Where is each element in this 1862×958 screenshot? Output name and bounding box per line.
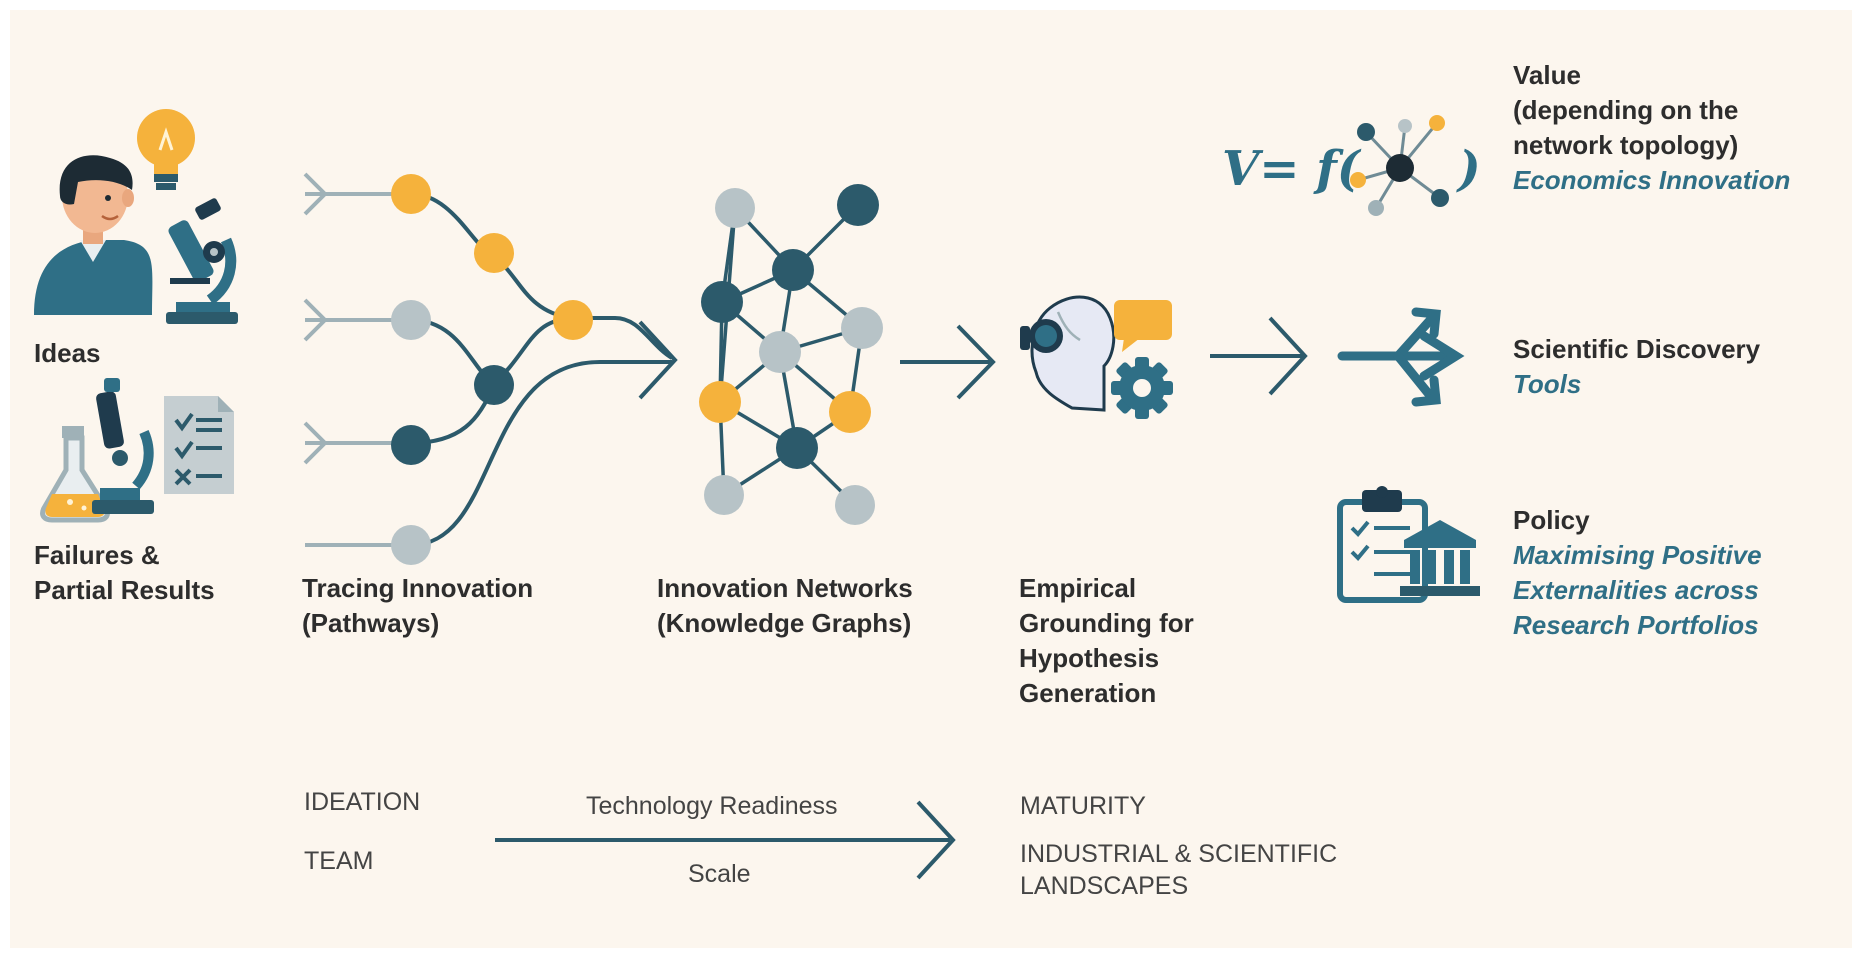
grounding-label-line3: Hypothesis	[1019, 643, 1160, 673]
gear-icon	[1111, 357, 1173, 419]
networks-label-line1: Innovation Networks	[657, 573, 913, 603]
landscapes-label: INDUSTRIAL & SCIENTIFIC LANDSCAPES	[1020, 838, 1337, 902]
grounding-label-line4: Generation	[1019, 678, 1157, 708]
discovery-label: Scientific Discovery Tools	[1513, 332, 1760, 402]
flask-icon	[40, 426, 110, 523]
networks-label: Innovation Networks (Knowledge Graphs)	[657, 571, 913, 641]
pathways-label-line1: Tracing Innovation	[302, 573, 534, 603]
policy-subtitle-line3: Research Portfolios	[1513, 610, 1759, 640]
ai-head-icon	[1020, 295, 1116, 412]
microscope-icon-small	[92, 378, 154, 514]
grounding-label-line2: Grounding for	[1019, 608, 1194, 638]
researcher-icon	[34, 155, 153, 315]
lightbulb-icon	[137, 109, 195, 190]
small-network-icon	[1350, 115, 1449, 216]
arrow-to-grounding	[900, 324, 996, 400]
ideation-label: IDEATION	[304, 788, 421, 816]
value-label-line2: (depending on the	[1513, 95, 1739, 125]
diagram-panel	[10, 10, 1852, 948]
value-label-line1: Value	[1513, 60, 1581, 90]
value-label-line3: network topology)	[1513, 130, 1739, 160]
chat-bubble-icon	[1114, 300, 1172, 352]
failures-label: Failures & Partial Results	[34, 538, 215, 608]
failures-label-line2: Partial Results	[34, 575, 215, 605]
timeline-arrow	[495, 800, 956, 880]
grounding-label: Empirical Grounding for Hypothesis Gener…	[1019, 571, 1194, 711]
policy-label: Policy Maximising Positive Externalities…	[1513, 503, 1762, 643]
knowledge-graph	[699, 184, 883, 525]
landscapes-label-line2: LANDSCAPES	[1020, 872, 1189, 900]
pathways-label: Tracing Innovation (Pathways)	[302, 571, 533, 641]
pathways-label-line2: (Pathways)	[302, 608, 440, 638]
clipboard-icon	[1337, 486, 1428, 603]
policy-title: Policy	[1513, 505, 1590, 535]
value-subtitle: Economics Innovation	[1513, 165, 1791, 195]
policy-subtitle-line2: Externalities across	[1513, 575, 1759, 605]
landscapes-label-line1: INDUSTRIAL & SCIENTIFIC	[1020, 840, 1338, 868]
government-building-icon	[1400, 520, 1480, 596]
discovery-subtitle: Tools	[1513, 369, 1582, 399]
pathways-tree	[303, 172, 678, 565]
microscope-icon	[166, 198, 238, 324]
checklist-icon	[164, 396, 234, 494]
scale-label: Scale	[688, 860, 751, 888]
ideas-label: Ideas	[34, 338, 101, 368]
maturity-label: MATURITY	[1020, 792, 1146, 820]
grounding-label-line1: Empirical	[1019, 573, 1137, 603]
value-label: Value (depending on the network topology…	[1513, 58, 1790, 198]
branch-arrow-icon	[1337, 307, 1465, 407]
policy-subtitle-line1: Maximising Positive	[1513, 540, 1762, 570]
failures-label-line1: Failures &	[34, 540, 160, 570]
arrow-to-outcomes	[1210, 316, 1308, 396]
team-label: TEAM	[304, 847, 374, 875]
formula-suffix: )	[1456, 141, 1481, 197]
networks-label-line2: (Knowledge Graphs)	[657, 608, 912, 638]
formula-prefix: V= f(	[1222, 141, 1362, 197]
readiness-label: Technology Readiness	[586, 792, 838, 820]
discovery-title: Scientific Discovery	[1513, 334, 1761, 364]
